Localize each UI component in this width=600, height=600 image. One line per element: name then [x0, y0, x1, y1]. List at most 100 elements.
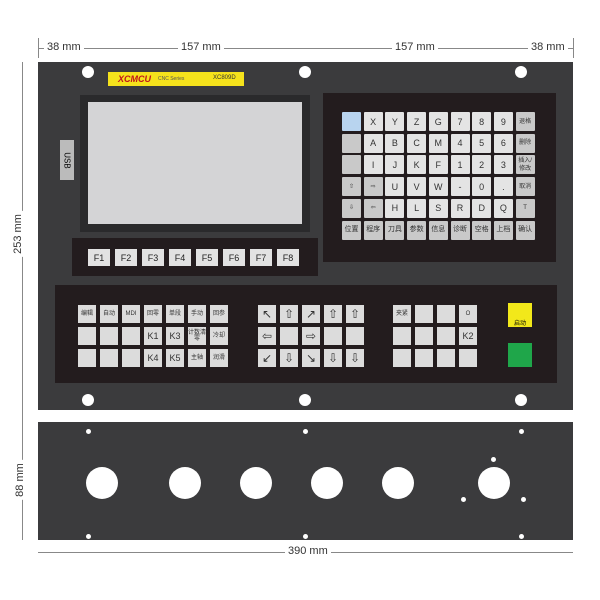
keyboard-key[interactable]: G — [428, 112, 448, 131]
keyboard-key[interactable]: - — [450, 177, 470, 197]
keyboard-key[interactable]: 参数 — [407, 220, 427, 240]
function-key-f1[interactable]: F1 — [88, 249, 110, 266]
mode-key[interactable]: K5 — [166, 349, 184, 367]
axis-jog-key[interactable]: ⇩ — [346, 349, 364, 367]
override-key[interactable] — [437, 305, 455, 323]
axis-jog-key[interactable]: ⇧ — [324, 305, 342, 323]
keyboard-key[interactable]: 6 — [493, 133, 513, 153]
override-key[interactable] — [437, 349, 455, 367]
keyboard-key[interactable]: 空格 — [472, 220, 492, 240]
keyboard-key[interactable]: 5 — [472, 133, 492, 153]
override-key[interactable]: O — [459, 305, 477, 323]
keyboard-key[interactable]: 3 — [493, 155, 513, 175]
axis-jog-key[interactable]: ⇧ — [346, 305, 364, 323]
keyboard-key[interactable]: ⇩ — [342, 198, 361, 218]
mode-key[interactable]: 计数清零 — [188, 327, 206, 345]
override-key[interactable] — [415, 327, 433, 345]
override-key[interactable] — [437, 327, 455, 345]
keyboard-key[interactable]: 确认 — [515, 220, 535, 240]
function-key-f3[interactable]: F3 — [142, 249, 164, 266]
mode-key[interactable] — [122, 349, 140, 367]
axis-jog-key[interactable]: ↙ — [258, 349, 276, 367]
axis-jog-key[interactable] — [324, 327, 342, 345]
mode-key[interactable]: 自动 — [100, 305, 118, 323]
mode-key[interactable]: 回参 — [210, 305, 228, 323]
override-key[interactable]: 夹紧 — [393, 305, 411, 323]
mode-key[interactable]: 冷却 — [210, 327, 228, 345]
keyboard-key[interactable]: 取消 — [515, 177, 535, 197]
keyboard-key[interactable]: 7 — [450, 112, 470, 131]
keyboard-key[interactable]: 信息 — [428, 220, 448, 240]
keyboard-key[interactable]: D — [472, 198, 492, 218]
override-key[interactable] — [459, 349, 477, 367]
keyboard-key[interactable]: 4 — [450, 133, 470, 153]
axis-jog-key[interactable]: ↗ — [302, 305, 320, 323]
keyboard-key[interactable]: 刀具 — [385, 220, 405, 240]
keyboard-key[interactable]: B — [385, 133, 405, 153]
function-key-f8[interactable]: F8 — [277, 249, 299, 266]
mode-key[interactable] — [78, 349, 96, 367]
mode-key[interactable] — [78, 327, 96, 345]
keyboard-key[interactable]: ⇧ — [342, 177, 361, 197]
keyboard-key[interactable] — [342, 155, 361, 175]
keyboard-key[interactable]: 0 — [472, 177, 492, 197]
function-key-f6[interactable]: F6 — [223, 249, 245, 266]
keyboard-key[interactable]: 退格 — [515, 112, 535, 131]
keyboard-key[interactable]: 程序 — [363, 220, 383, 240]
mode-key[interactable] — [100, 327, 118, 345]
keyboard-key[interactable]: 8 — [472, 112, 492, 131]
keyboard-key[interactable]: J — [385, 155, 405, 175]
keyboard-key[interactable]: S — [428, 198, 448, 218]
keyboard-key[interactable]: Z — [407, 112, 427, 131]
function-key-f7[interactable]: F7 — [250, 249, 272, 266]
function-key-f5[interactable]: F5 — [196, 249, 218, 266]
cycle-start-button[interactable]: 启动 — [508, 303, 532, 327]
keyboard-key[interactable]: K — [407, 155, 427, 175]
keyboard-key[interactable]: A — [363, 133, 383, 153]
mode-key[interactable] — [122, 327, 140, 345]
function-key-f2[interactable]: F2 — [115, 249, 137, 266]
mode-key[interactable]: K1 — [144, 327, 162, 345]
keyboard-key[interactable]: ⇦ — [363, 198, 383, 218]
keyboard-key[interactable]: L — [407, 198, 427, 218]
keyboard-key[interactable]: U — [385, 177, 405, 197]
keyboard-key[interactable] — [342, 112, 361, 131]
keyboard-key[interactable]: M — [428, 133, 448, 153]
keyboard-key[interactable]: F — [428, 155, 448, 175]
mode-key[interactable]: 回零 — [144, 305, 162, 323]
axis-jog-key[interactable] — [346, 327, 364, 345]
mode-key[interactable]: K3 — [166, 327, 184, 345]
keyboard-key[interactable]: . — [493, 177, 513, 197]
keyboard-key[interactable]: Q — [493, 198, 513, 218]
mode-key[interactable]: MDI — [122, 305, 140, 323]
keyboard-key[interactable]: X — [363, 112, 383, 131]
keyboard-key[interactable]: V — [407, 177, 427, 197]
mode-key[interactable]: 主轴 — [188, 349, 206, 367]
axis-jog-key[interactable]: ⇨ — [302, 327, 320, 345]
keyboard-key[interactable]: 插入/修改 — [515, 155, 535, 175]
usb-port[interactable]: USB — [60, 140, 74, 180]
mode-key[interactable]: 编辑 — [78, 305, 96, 323]
keyboard-key[interactable]: 9 — [493, 112, 513, 131]
keyboard-key[interactable]: 诊断 — [450, 220, 470, 240]
mode-key[interactable]: 手动 — [188, 305, 206, 323]
axis-jog-key[interactable]: ⇩ — [280, 349, 298, 367]
axis-jog-key[interactable] — [280, 327, 298, 345]
keyboard-key[interactable]: 删除 — [515, 133, 535, 153]
keyboard-key[interactable]: 位置 — [342, 220, 361, 240]
function-key-f4[interactable]: F4 — [169, 249, 191, 266]
override-key[interactable] — [415, 349, 433, 367]
keyboard-key[interactable]: ⇨ — [363, 177, 383, 197]
keyboard-key[interactable] — [342, 133, 361, 153]
axis-jog-key[interactable]: ⇦ — [258, 327, 276, 345]
keyboard-key[interactable]: R — [450, 198, 470, 218]
mode-key[interactable]: 单段 — [166, 305, 184, 323]
override-key[interactable]: K2 — [459, 327, 477, 345]
axis-jog-key[interactable]: ↖ — [258, 305, 276, 323]
mode-key[interactable]: 润滑 — [210, 349, 228, 367]
keyboard-key[interactable]: C — [407, 133, 427, 153]
keyboard-key[interactable]: 1 — [450, 155, 470, 175]
mode-key[interactable] — [100, 349, 118, 367]
keyboard-key[interactable]: T — [515, 198, 535, 218]
axis-jog-key[interactable]: ↘ — [302, 349, 320, 367]
